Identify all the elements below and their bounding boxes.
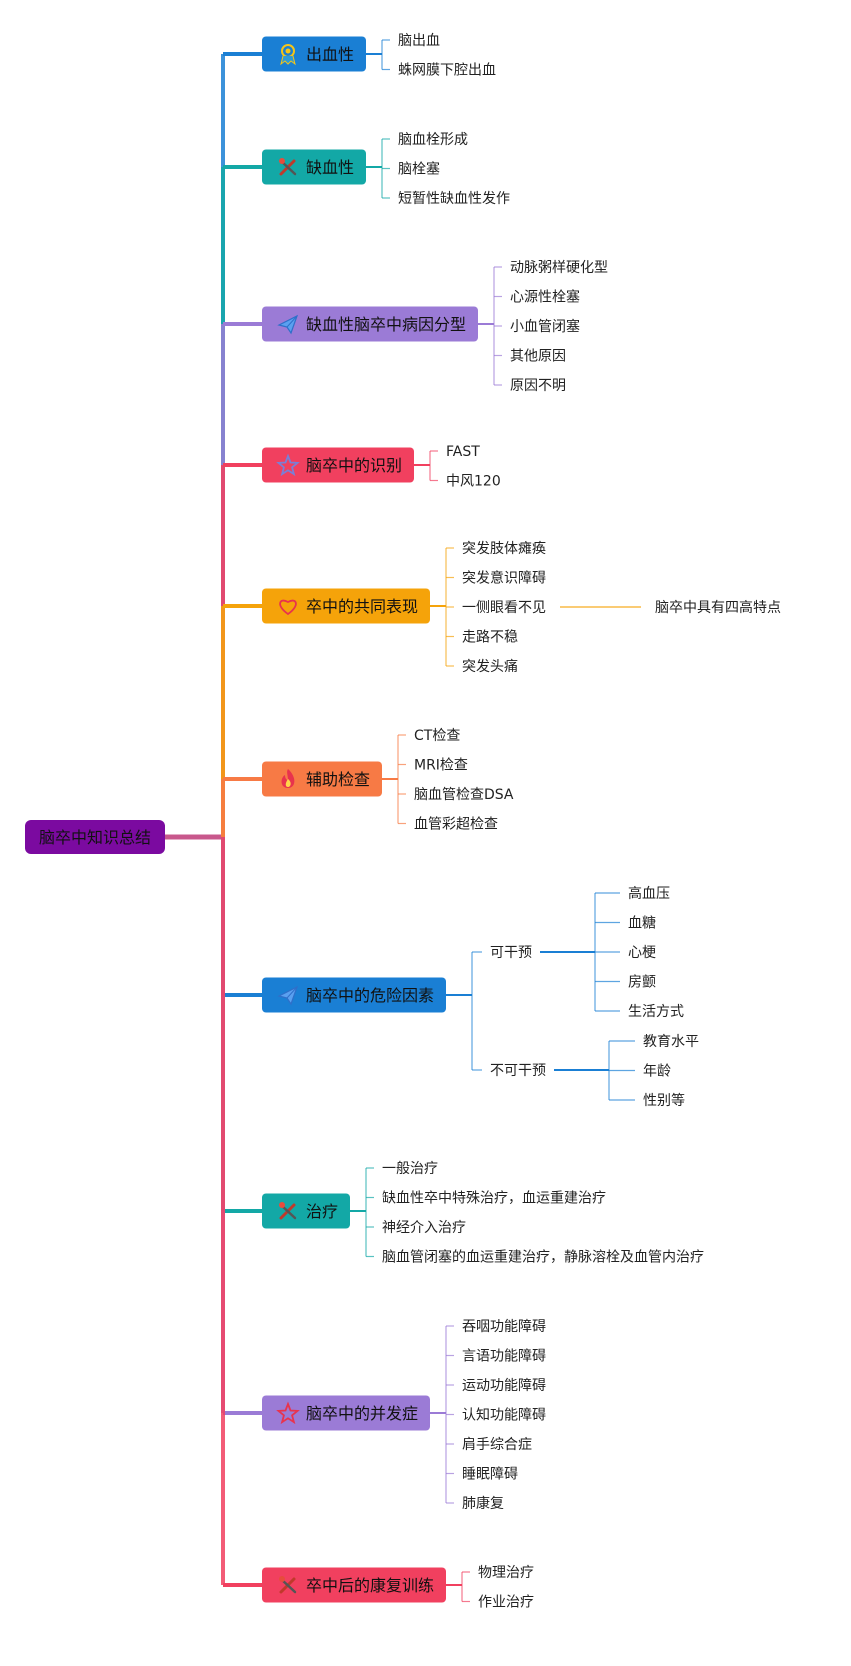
mind-map-leaf: 中风120 [446,474,501,490]
branch-node[interactable]: 脑卒中的识别 [262,447,414,483]
star-outline-icon [276,1401,300,1425]
tools-icon [279,1576,297,1594]
branch-node[interactable]: 卒中后的康复训练 [262,1567,446,1603]
branch-node[interactable]: 缺血性脑卒中病因分型 [262,306,478,342]
branch-label: 辅助检查 [306,770,370,789]
mind-map-leaf: 突发肢体瘫痪 [462,541,546,557]
branch-node[interactable]: 脑卒中的危险因素 [262,977,446,1013]
mind-map-leaf: 教育水平 [643,1034,699,1050]
mind-map-leaf: 认知功能障碍 [462,1407,546,1424]
star-outline-icon [276,453,300,477]
mind-map-leaf: 可干预 [490,945,532,961]
flame-icon [281,769,295,788]
root-label: 脑卒中知识总结 [39,828,151,847]
mind-map-leaf: 生活方式 [628,1004,684,1020]
branch-label: 卒中后的康复训练 [306,1576,434,1595]
mind-map-leaf: 脑血管检查DSA [414,787,514,803]
branch-label: 脑卒中的危险因素 [306,986,434,1005]
mind-map-leaf: 心源性栓塞 [510,289,580,306]
branch-node[interactable]: 脑卒中的并发症 [262,1395,430,1431]
mind-map-leaf: 脑出血 [398,33,440,49]
tools-icon [279,1202,297,1220]
branch-node[interactable]: 出血性 [262,36,366,72]
mind-map-leaf: MRI检查 [414,758,468,774]
mind-map-leaf: FAST [446,444,480,460]
branch-label: 脑卒中的识别 [306,456,402,475]
branch-label: 卒中的共同表现 [306,597,418,616]
mind-map-leaf: 突发意识障碍 [462,570,546,587]
mind-map-leaf: 原因不明 [510,378,566,394]
mind-map-leaf: 走路不稳 [462,630,518,646]
mind-map-leaf: 短暂性缺血性发作 [398,191,510,207]
branch-node[interactable]: 治疗 [262,1193,350,1229]
mind-map-leaf: 一侧眼看不见 [462,600,546,616]
mind-map-leaf: 运动功能障碍 [462,1378,546,1394]
mind-map-leaf: 肺康复 [462,1495,504,1512]
mind-map-leaf: 血糖 [628,916,656,932]
mind-map-leaf: 物理治疗 [478,1565,534,1581]
mind-map-leaf: 不可干预 [490,1063,546,1079]
mind-map-leaf: 性别等 [643,1092,685,1109]
mind-map-leaf: 蛛网膜下腔出血 [398,63,496,79]
mind-map-leaf: 言语功能障碍 [462,1349,546,1365]
mind-map-leaf: 小血管闭塞 [510,318,580,335]
mind-map-leaf: 脑血栓形成 [398,132,468,148]
mind-map-leaf: 动脉粥样硬化型 [510,259,608,276]
branch-node[interactable]: 卒中的共同表现 [262,588,430,624]
branch-label: 缺血性 [306,158,354,177]
branch-node[interactable]: 缺血性 [262,149,366,185]
branch-label: 出血性 [306,45,354,64]
mind-map-leaf: 缺血性卒中特殊治疗，血运重建治疗 [382,1191,606,1207]
mind-map-leaf: 其他原因 [510,349,566,365]
mind-map-leaf: 脑血管闭塞的血运重建治疗，静脉溶栓及血管内治疗 [382,1249,704,1266]
mind-map-leaf: 神经介入治疗 [382,1220,466,1236]
branch-node[interactable]: 辅助检查 [262,761,382,797]
mind-map-leaf: 吞咽功能障碍 [462,1319,546,1335]
mind-map-leaf: 高血压 [628,885,670,902]
mind-map-leaf: 肩手综合症 [462,1437,532,1453]
tools-icon [279,158,297,176]
connector-lines [165,39,641,1603]
mind-map-leaf: 血管彩超检查 [414,817,498,833]
mind-map-leaf: 作业治疗 [478,1595,534,1611]
mind-map-leaf: 房颤 [628,975,656,991]
mind-map-leaf: 脑卒中具有四高特点 [655,599,781,616]
mind-map-leaf: 年龄 [643,1064,671,1080]
mind-map-leaf: 心梗 [628,945,656,961]
branch-label: 缺血性脑卒中病因分型 [306,315,466,334]
branch-label: 治疗 [306,1202,338,1221]
mind-map-leaf: 睡眠障碍 [462,1467,518,1483]
mind-map-leaf: CT检查 [414,728,460,744]
root-node[interactable]: 脑卒中知识总结 [25,820,165,854]
ribbon-award-icon [280,44,296,66]
mind-map-leaf: 脑栓塞 [398,161,440,178]
mind-map-leaf: 一般治疗 [382,1161,438,1177]
paper-plane-icon [277,985,299,1006]
paper-plane-icon [277,314,299,335]
mind-map-leaf: 突发头痛 [462,658,518,675]
branch-label: 脑卒中的并发症 [306,1404,418,1423]
heart-outline-icon [279,599,297,616]
